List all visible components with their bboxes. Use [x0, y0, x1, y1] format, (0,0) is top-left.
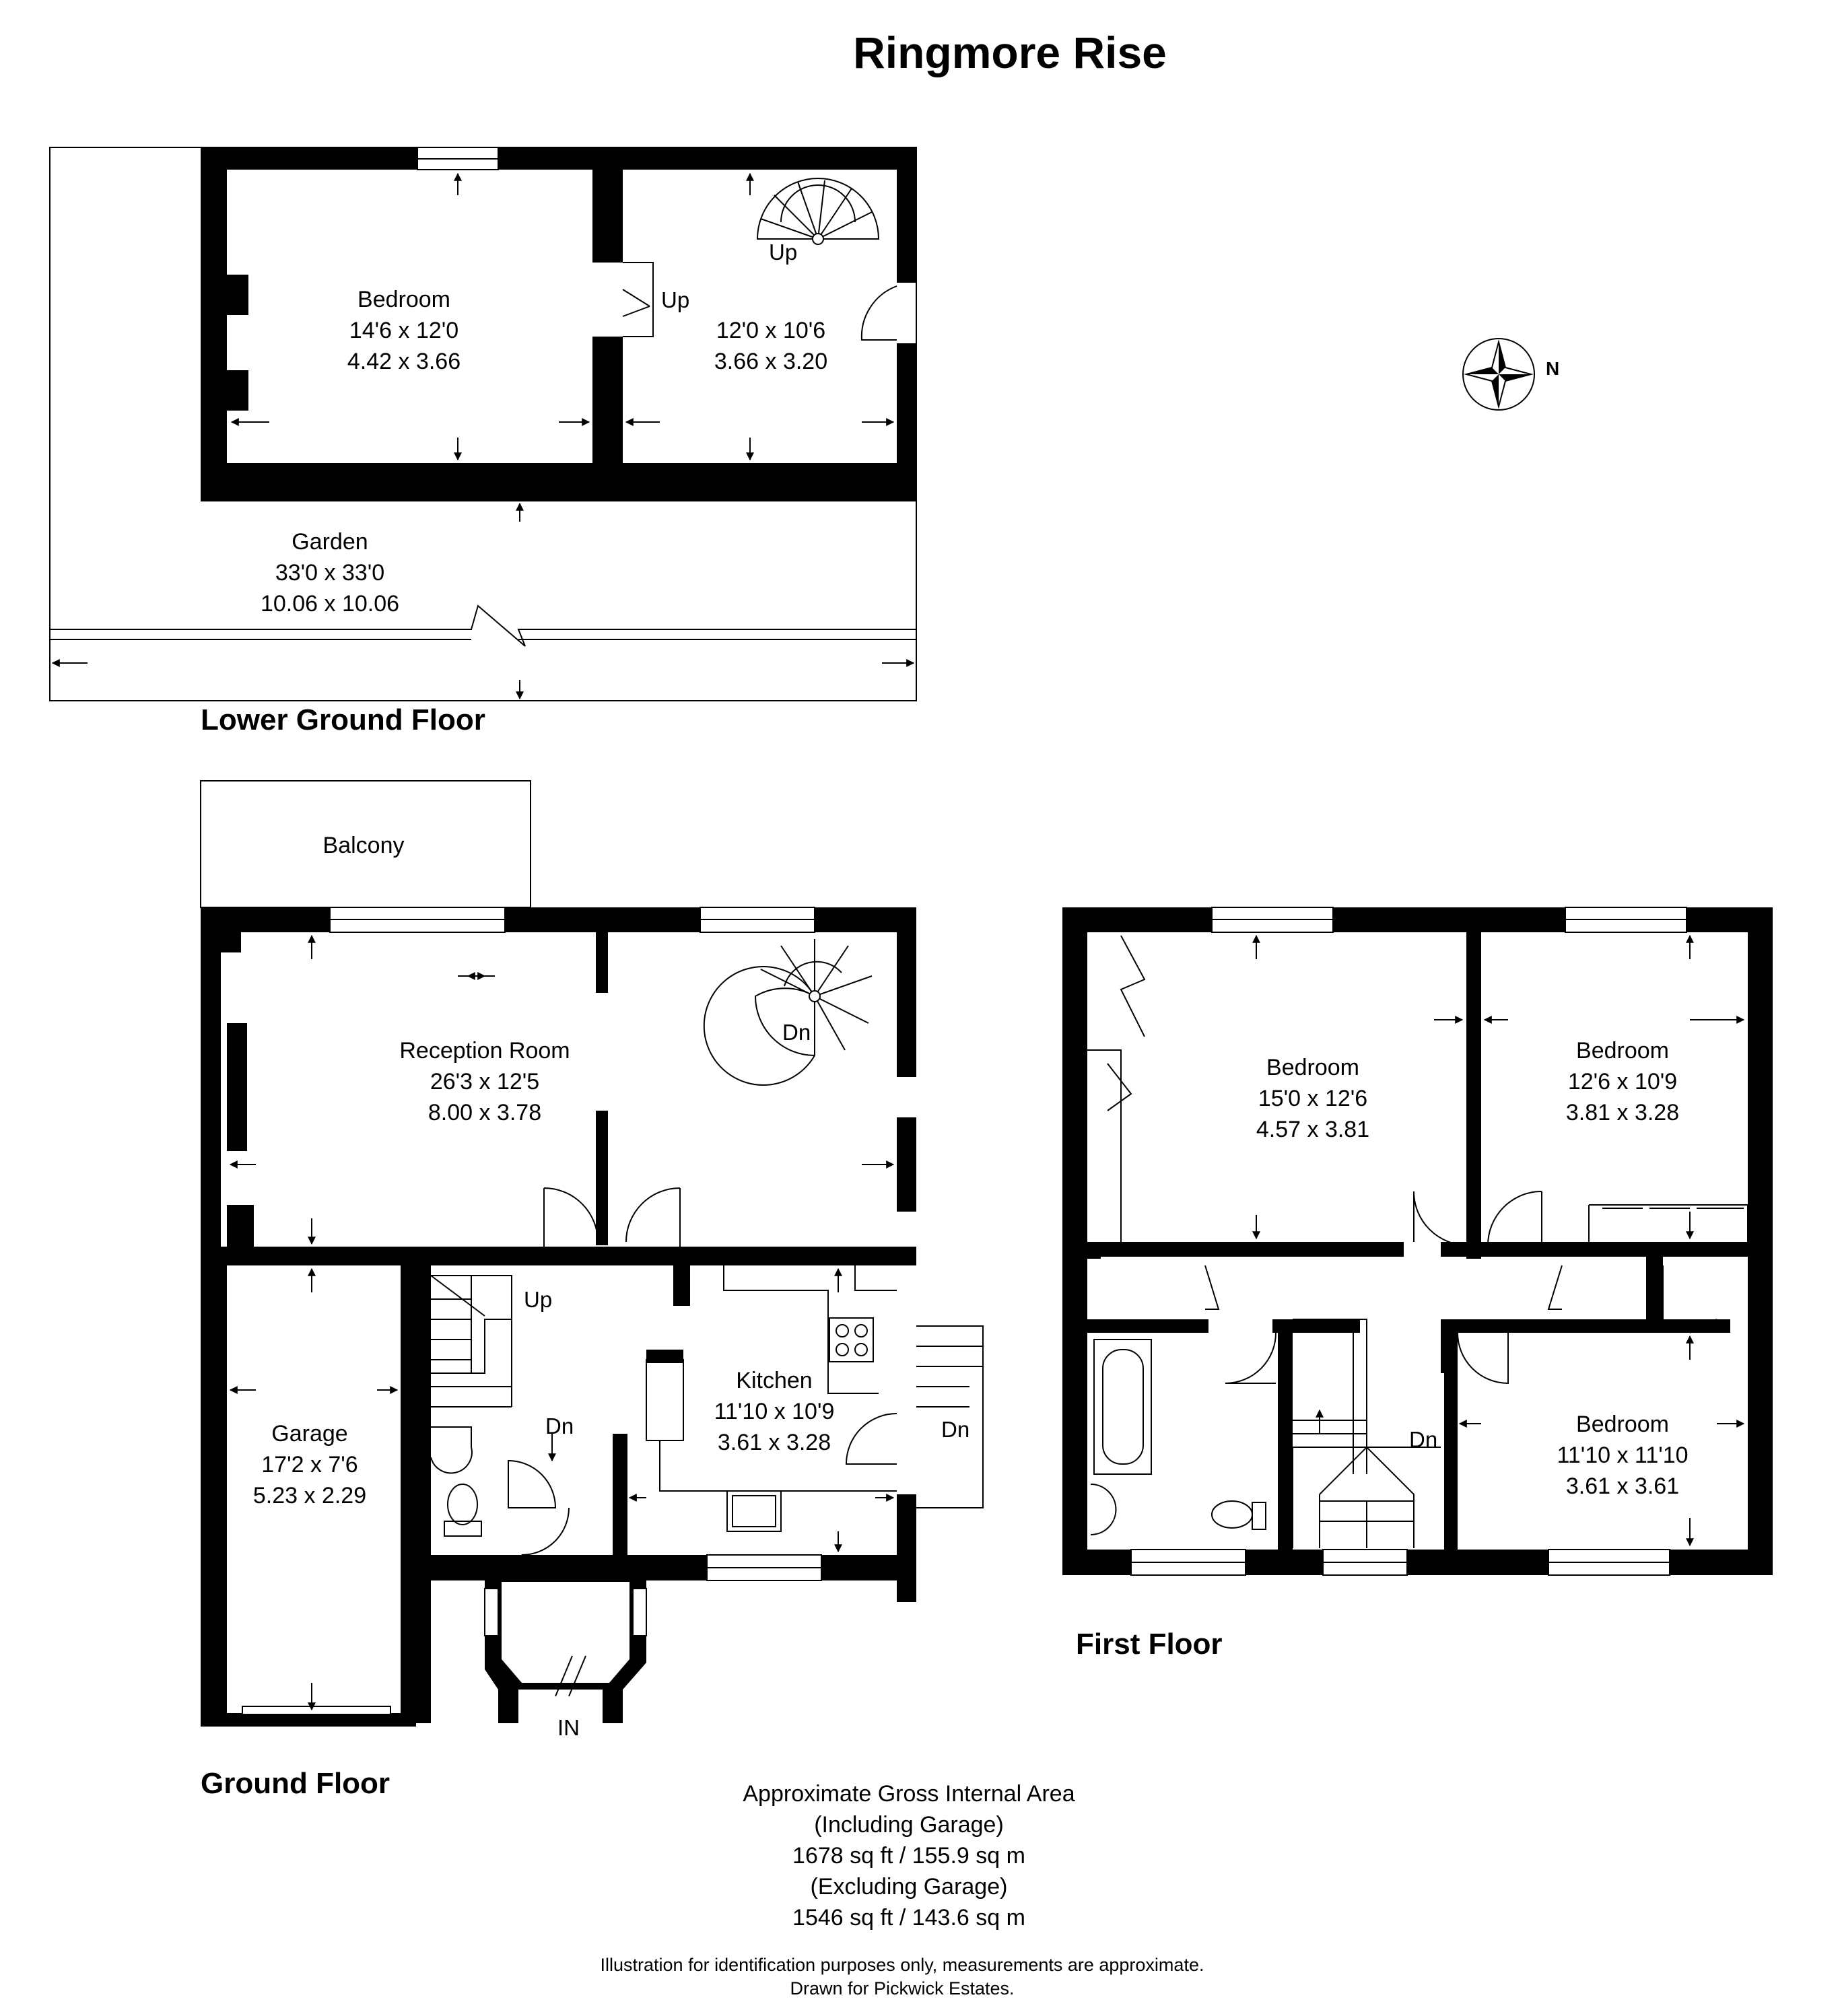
floor-label-lower-ground: Lower Ground Floor [201, 703, 485, 736]
stair-marker-up: Up [769, 240, 798, 265]
stair-marker-dn: Dn [1409, 1427, 1438, 1452]
stair-marker-dn: Dn [941, 1417, 970, 1442]
ground-floor-plan [200, 780, 984, 1727]
room-label-kitchen: Kitchen 11'10 x 10'9 3.61 x 3.28 [714, 1368, 835, 1455]
lower-ground-floor-plan [49, 147, 917, 701]
area-summary: Approximate Gross Internal Area (Includi… [743, 1781, 1075, 1931]
floor-label-first: First Floor [1076, 1628, 1223, 1661]
hob [829, 1317, 874, 1362]
wardrobes [1087, 935, 1748, 1333]
garden-dimension-line [50, 604, 916, 647]
room-label-reception: Reception Room 26'3 x 12'5 8.00 x 3.78 [399, 1038, 570, 1125]
room-label-ff-bedroom-3: Bedroom 11'10 x 11'10 3.61 x 3.61 [1557, 1412, 1689, 1499]
lower-ground-walls [201, 147, 916, 501]
interior-wall [201, 1247, 916, 1265]
exterior-door [860, 285, 897, 341]
room-label-lg-room: 12'0 x 10'6 3.66 x 3.20 [714, 318, 828, 374]
interior-walls [1087, 932, 1750, 1550]
room-label-ff-bedroom-1: Bedroom 15'0 x 12'6 4.57 x 3.81 [1256, 1055, 1370, 1142]
basin-wc [1090, 1484, 1266, 1535]
first-floor-plan [1062, 907, 1773, 1576]
spiral-staircase [703, 939, 873, 1086]
bath [1093, 1339, 1152, 1475]
staircase [1292, 1319, 1441, 1548]
dimension-arrows [51, 172, 915, 700]
compass-icon [1462, 338, 1535, 411]
entrance-marker: IN [557, 1715, 580, 1740]
kitchen-units [659, 1265, 897, 1532]
garage-door [242, 1706, 391, 1715]
stair-marker-up: Up [661, 287, 690, 312]
chimney-breast [227, 370, 248, 411]
external-steps [916, 1325, 984, 1508]
stair-marker-dn: Dn [545, 1414, 574, 1438]
door-swings [1204, 1191, 1563, 1385]
dimension-arrows [1252, 934, 1745, 1547]
sink [726, 1490, 782, 1532]
stair-marker-up: Up [524, 1287, 553, 1312]
room-label-garden: Garden 33'0 x 33'0 10.06 x 10.06 [260, 529, 400, 617]
room-label-lg-bedroom: Bedroom 14'6 x 12'0 4.42 x 3.66 [347, 287, 461, 374]
chimney-breast [227, 275, 248, 315]
room-label-balcony: Balcony [322, 833, 405, 858]
stair-marker-dn: Dn [782, 1020, 811, 1045]
room-label-ff-bedroom-2: Bedroom 12'6 x 10'9 3.81 x 3.28 [1565, 1038, 1680, 1125]
door-swings [508, 1187, 897, 1697]
dimension-arrows [229, 934, 895, 1711]
compass-north-label: N [1546, 358, 1560, 379]
room-label-garage: Garage 17'2 x 7'6 5.23 x 2.29 [252, 1421, 367, 1508]
internal-door-opening [592, 263, 623, 337]
wc [430, 1426, 482, 1537]
disclaimer: Illustration for identification purposes… [600, 1955, 1204, 1998]
window-glazing [1131, 919, 1686, 1563]
spiral-staircase [756, 178, 880, 245]
page-title: Ringmore Rise [853, 28, 1167, 77]
floor-label-ground: Ground Floor [201, 1767, 390, 1800]
internal-door [623, 262, 654, 337]
staircase [430, 1275, 512, 1407]
